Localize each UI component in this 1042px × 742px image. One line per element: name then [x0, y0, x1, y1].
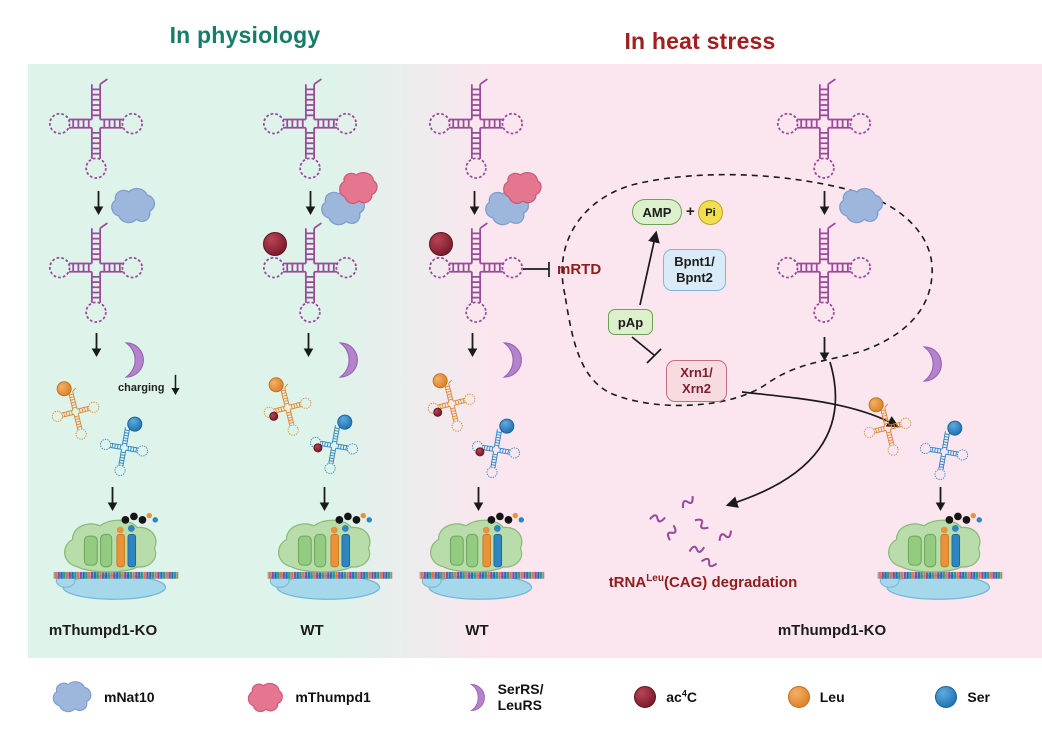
trna-ser-icon [95, 420, 152, 481]
column-label-wt-heat: WT [465, 622, 489, 639]
synthetase-icon [339, 342, 358, 378]
xrn-box: Xrn1/ Xrn2 [666, 360, 727, 402]
ac4c-modification-ball [429, 232, 453, 256]
down-arrow [472, 486, 485, 512]
ribosome-complex [877, 512, 1003, 600]
charged-trna-ser [911, 419, 974, 491]
plus-sign: + [686, 203, 695, 220]
legend-label-synthetase-line1: SerRS/ [497, 680, 544, 697]
column-label-ko-heat: mThumpd1-KO [777, 622, 887, 639]
xrn-line2: Xrn2 [682, 381, 711, 396]
ac4c-label-sup: 4 [681, 688, 687, 699]
ribosome-complex [267, 512, 393, 600]
trna-unmodified [48, 222, 144, 323]
bpnt-line1: Bpnt1/ [674, 253, 715, 269]
heat-stress-title: In heat stress [624, 28, 776, 54]
synthetase-icon [503, 342, 522, 378]
mthumpd1-legend-icon [248, 682, 284, 712]
legend-label-synthetase-line2: LeuRS [497, 697, 542, 713]
ribosome-complex [53, 512, 179, 600]
leu-legend-icon [787, 686, 810, 708]
ribosome-complex [419, 512, 545, 600]
column-label-wt-physiology: WT [300, 622, 324, 639]
legend-label-ser: Ser [967, 689, 990, 705]
mthumpd1-enzyme-icon [339, 172, 378, 205]
charging-label: charging [118, 382, 165, 394]
bpnt-box: Bpnt1/ Bpnt2 [663, 249, 726, 291]
trna-precursor [776, 78, 872, 179]
charged-trna-ser [301, 413, 364, 485]
degradation-label: tRNALeu(CAG) degradation [578, 573, 828, 592]
charged-trna-ser [91, 415, 154, 487]
column-label-ko-physiology: mThumpd1-KO [48, 622, 158, 639]
degradation-text-pre: tRNA [608, 574, 647, 591]
pi-node: Pi [698, 200, 723, 225]
legend-label-mthumpd1: mThumpd1 [295, 689, 371, 705]
mthumpd1-enzyme-icon [503, 172, 542, 205]
down-arrow [92, 190, 105, 216]
physiology-title: In physiology [169, 22, 321, 48]
degradation-text-post: (CAG) degradation [663, 574, 798, 591]
trna-unmodified [776, 222, 872, 323]
legend-item-ser: Ser [935, 686, 990, 708]
ac4c-label-pre: ac [666, 689, 682, 705]
degradation-text-sup: Leu [646, 573, 664, 584]
legend-item-synthetase: SerRS/ LeuRS [462, 681, 544, 713]
down-arrow [934, 486, 947, 512]
synthetase-legend-icon [470, 683, 485, 711]
trna-ser-icon [915, 424, 972, 485]
ser-legend-icon [935, 686, 958, 708]
ac4c-label-post: C [686, 689, 697, 705]
legend-item-ac4c: ac4C [634, 686, 697, 708]
bpnt-line2: Bpnt2 [676, 270, 713, 285]
legend: mNat10 mThumpd1 SerRS/ LeuRS ac4C Leu Se… [50, 664, 990, 730]
down-arrow [466, 332, 479, 358]
synthetase-icon [923, 346, 942, 382]
legend-item-mthumpd1: mThumpd1 [245, 681, 371, 714]
ac4c-legend-icon [634, 686, 657, 708]
legend-label-mnat10: mNat10 [104, 689, 155, 705]
down-arrow [468, 190, 481, 216]
ac4c-modification-ball [263, 232, 287, 256]
down-arrow [302, 332, 315, 358]
legend-item-leu: Leu [787, 686, 845, 708]
mnat10-enzyme-icon [111, 187, 156, 224]
mrtd-label: mRTD [557, 261, 602, 278]
mnat10-enzyme-icon [839, 187, 884, 224]
down-arrow [318, 486, 331, 512]
legend-label-synthetase: SerRS/ LeuRS [498, 681, 544, 713]
trna-ser-icon [305, 418, 362, 479]
down-arrow [90, 332, 103, 358]
down-arrow [818, 336, 831, 362]
trna-ser-icon [467, 422, 524, 483]
legend-item-mnat10: mNat10 [50, 679, 155, 715]
pap-box: pAp [608, 309, 653, 335]
charged-trna-ser [463, 417, 526, 489]
synthetase-icon [125, 342, 144, 378]
charging-arrow [170, 374, 181, 396]
trna-precursor [48, 78, 144, 179]
down-arrow [106, 486, 119, 512]
legend-label-leu: Leu [819, 689, 845, 705]
mnat10-legend-icon [52, 681, 92, 713]
xrn-line1: Xrn1/ [680, 364, 713, 380]
amp-node: AMP [632, 199, 682, 225]
legend-label-ac4c: ac4C [666, 689, 697, 705]
down-arrow [304, 190, 317, 216]
down-arrow [818, 190, 831, 216]
